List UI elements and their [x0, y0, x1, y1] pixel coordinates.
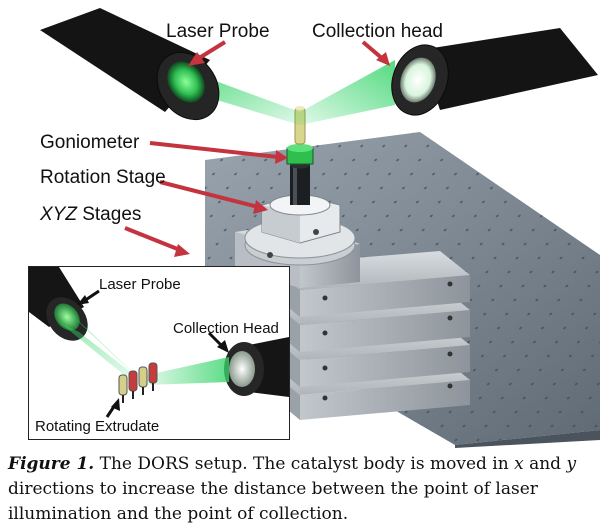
- label-xyz-rest: Stages: [76, 204, 142, 225]
- inset-closeup: Laser Probe Collection Head Rotating Ext…: [28, 266, 290, 440]
- label-rotation-stage: Rotation Stage: [40, 167, 166, 188]
- inset-illustration: [29, 267, 289, 418]
- collection-head: [391, 28, 598, 116]
- collection-beam: [300, 60, 395, 125]
- caption-figure-label: Figure 1.: [8, 454, 95, 474]
- label-goniometer: Goniometer: [40, 132, 140, 153]
- label-xyz-stages: XYZ Stages: [40, 205, 141, 224]
- label-collection-head: Collection head: [312, 21, 443, 42]
- label-xyz-italic: XYZ: [40, 204, 77, 225]
- setup-illustration: [40, 8, 600, 448]
- figure-caption: Figure 1. The DORS setup. The catalyst b…: [8, 452, 594, 527]
- laser-probe: [40, 8, 220, 121]
- caption-x: x: [514, 454, 524, 474]
- inset-label-laser-probe: Laser Probe: [99, 276, 181, 293]
- goniometer: [286, 106, 314, 205]
- inset-label-rotating-extrudate: Rotating Extrudate: [35, 418, 160, 435]
- caption-text-1: The DORS setup. The catalyst body is mov…: [94, 454, 515, 474]
- label-laser-probe: Laser Probe: [166, 21, 270, 42]
- caption-y: y: [566, 454, 577, 474]
- caption-text-3: directions to increase the distance betw…: [8, 479, 538, 524]
- inset-label-collection-head: Collection Head: [173, 320, 279, 337]
- rotation-stage: [244, 194, 356, 266]
- callout-arrows: [124, 40, 390, 257]
- caption-text-2: and: [523, 454, 567, 474]
- dors-setup-figure: Laser Probe Collection head Goniometer R…: [28, 8, 600, 448]
